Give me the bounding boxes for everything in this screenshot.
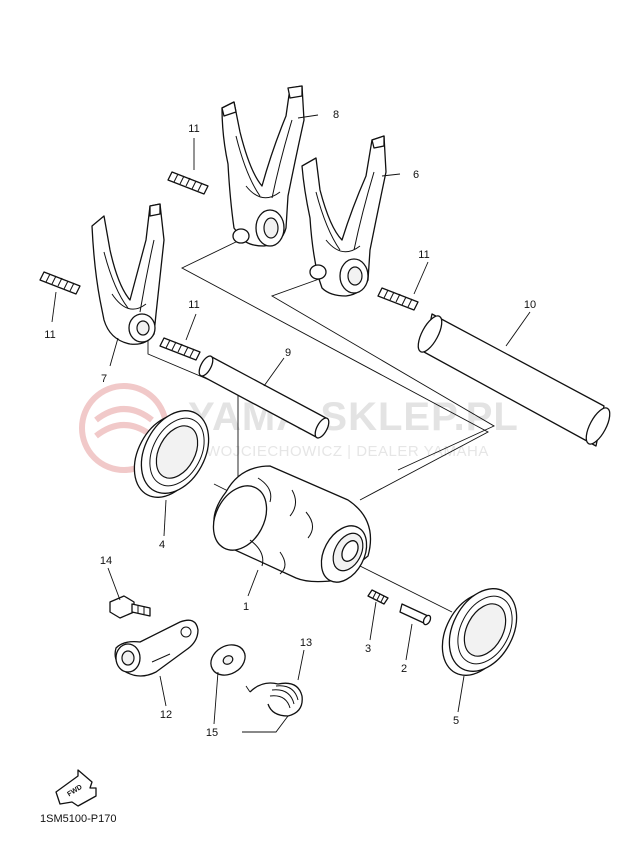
- spring-pin-11-b: [39, 271, 81, 295]
- bearing-4: [133, 410, 210, 498]
- document-code: 1SM5100-P170: [40, 813, 116, 825]
- watermark-brand: YAMA-SKLEP.PL: [188, 395, 519, 439]
- callout-5: 5: [453, 715, 459, 727]
- callout-11-right: 11: [418, 249, 429, 261]
- shift-fork-7: [91, 203, 165, 345]
- watermark: YAMA-SKLEP.PL WOJCIECHOWICZ | DEALER YAM…: [79, 383, 519, 473]
- callout-6: 6: [413, 169, 419, 181]
- dowel-pin-2: [399, 603, 432, 626]
- callout-4: 4: [159, 539, 165, 551]
- torsion-spring-13: [242, 682, 303, 733]
- callout-2: 2: [401, 663, 407, 675]
- callout-11-left: 11: [44, 329, 55, 341]
- spring-pin-11-d: [377, 287, 419, 311]
- fwd-arrow-icon: FWD: [55, 769, 97, 807]
- shift-fork-6: [301, 135, 387, 297]
- callout-leaders: [51, 114, 531, 725]
- callout-8: 8: [333, 109, 339, 121]
- callout-9: 9: [285, 347, 291, 359]
- callout-11-mid: 11: [188, 299, 199, 311]
- shift-fork-8: [221, 85, 305, 247]
- callout-12: 12: [160, 709, 172, 721]
- callout-1: 1: [243, 601, 249, 613]
- bolt-14: [109, 595, 151, 619]
- callout-7: 7: [101, 373, 107, 385]
- callout-14: 14: [100, 555, 112, 567]
- callout-labels: 8 6 11 11 7 11 9 11 10 4 1 3 2 5 14 12 1…: [44, 109, 536, 739]
- spring-pin-11-c: [159, 337, 201, 361]
- guide-shaft-9: [198, 355, 330, 439]
- shift-drum-1: [212, 465, 372, 583]
- callout-11-top: 11: [188, 123, 199, 135]
- callout-10: 10: [524, 299, 536, 311]
- watermark-subtitle: WOJCIECHOWICZ | DEALER YAMAHA: [206, 443, 489, 460]
- spring-pin-3: [367, 589, 389, 605]
- guide-shaft-10: [417, 313, 611, 447]
- segment-12: [114, 619, 199, 677]
- callout-15: 15: [206, 727, 218, 739]
- spring-pin-11-a: [167, 171, 209, 195]
- bearing-5: [441, 588, 518, 676]
- callout-3: 3: [365, 643, 371, 655]
- washer-15: [210, 644, 246, 676]
- callout-13: 13: [300, 637, 312, 649]
- assembly-lines: [147, 239, 495, 613]
